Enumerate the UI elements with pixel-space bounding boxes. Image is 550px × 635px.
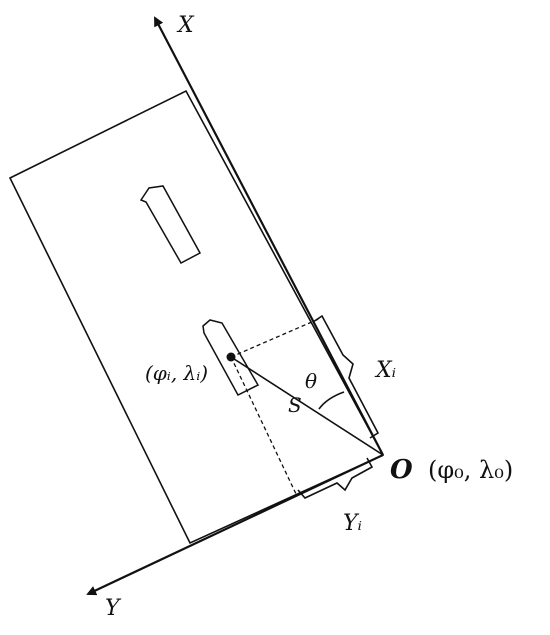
origin-letter: O — [390, 455, 413, 485]
ship-coordinate-label: (φᵢ, λᵢ) — [145, 361, 208, 385]
y-offset-bracket — [297, 457, 374, 499]
port-area-outline — [8, 89, 385, 545]
x-axis-label: X — [176, 13, 195, 38]
x-offset-bracket — [312, 314, 380, 439]
y-axis-label: Y — [105, 596, 122, 621]
angle-arc — [318, 391, 345, 410]
upper-ship-shape — [139, 185, 202, 265]
angle-label: θ — [305, 369, 317, 393]
x-projection-dashed — [230, 317, 322, 358]
target-point — [226, 352, 236, 362]
y-projection-dashed — [230, 356, 298, 497]
distance-label: S — [288, 393, 302, 417]
origin-coordinate-label: (φ₀, λ₀) — [428, 456, 513, 484]
y-axis-line — [86, 454, 384, 596]
x-axis-line — [154, 16, 384, 456]
distance-line — [230, 356, 384, 456]
x-offset-label: Xᵢ — [374, 358, 396, 383]
y-offset-label: Yᵢ — [343, 511, 362, 536]
